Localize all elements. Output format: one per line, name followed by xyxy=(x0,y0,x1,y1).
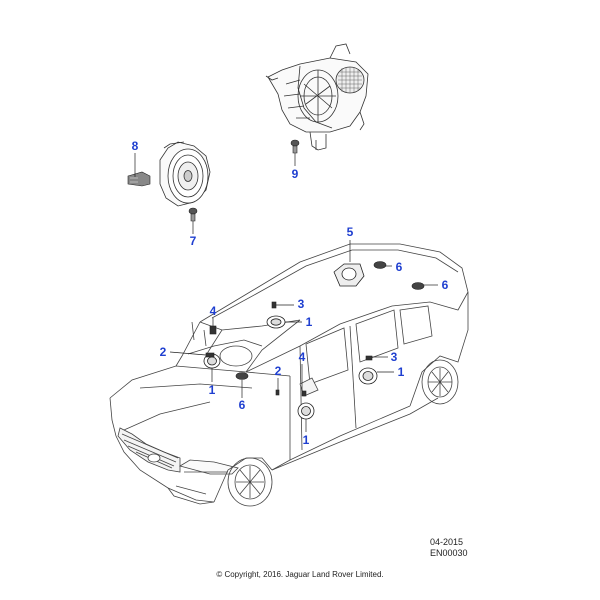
callout-5: 5 xyxy=(346,225,354,239)
small-parts xyxy=(205,301,373,397)
speaker-1-front-left xyxy=(203,353,221,369)
callout-1-right: 1 xyxy=(397,365,405,379)
callout-2-center: 2 xyxy=(274,364,282,378)
callout-1-upper: 1 xyxy=(305,315,313,329)
callout-3-upper: 3 xyxy=(297,297,305,311)
copyright-notice: © Copyright, 2016. Jaguar Land Rover Lim… xyxy=(216,570,384,579)
speaker-1-front-door xyxy=(297,402,315,420)
leader-lines xyxy=(134,153,438,432)
callout-4-center: 4 xyxy=(298,350,306,364)
callout-7: 7 xyxy=(189,234,197,248)
callout-2-left: 2 xyxy=(159,345,167,359)
diagram-code: EN00030 xyxy=(430,548,468,558)
bolt-9 xyxy=(290,139,300,154)
diagram-date: 04-2015 xyxy=(430,537,464,547)
speaker-1-rear-door xyxy=(358,367,378,385)
callout-8: 8 xyxy=(131,139,139,153)
callout-9: 9 xyxy=(291,167,299,181)
subwoofer-5-installed xyxy=(333,263,365,287)
speaker-1-dash xyxy=(266,315,286,329)
callout-1-left: 1 xyxy=(208,383,216,397)
tweeter-6-b xyxy=(411,282,425,290)
callout-6-top: 6 xyxy=(395,260,403,274)
callout-4-left: 4 xyxy=(209,304,217,318)
tweeter-6-c xyxy=(235,372,249,380)
screw-7 xyxy=(188,207,198,222)
tweeter-6-a xyxy=(373,261,387,269)
subwoofer-enclosure xyxy=(265,43,369,151)
door-speaker xyxy=(159,141,211,207)
callout-3-lower: 3 xyxy=(390,350,398,364)
callout-1-bottom: 1 xyxy=(302,433,310,447)
callout-6-left: 6 xyxy=(238,398,246,412)
connector-8 xyxy=(127,171,151,187)
car-outline xyxy=(109,243,469,507)
callout-6-right: 6 xyxy=(441,278,449,292)
